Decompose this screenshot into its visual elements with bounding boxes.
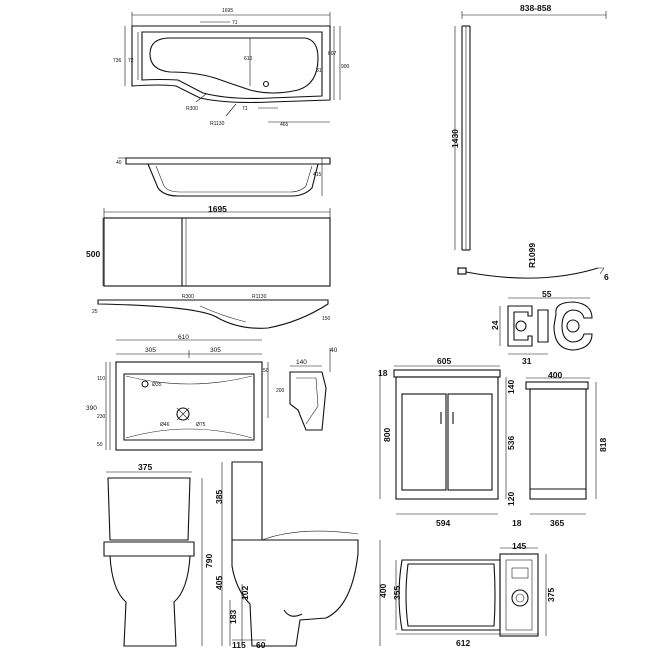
screen-swing-label: 6	[604, 272, 609, 282]
wc-top-length-label: 612	[456, 638, 470, 648]
vanity-upper-label: 140	[506, 380, 516, 394]
profile-height-label: 24	[490, 320, 500, 330]
panel-top-depth-label: 25	[92, 309, 98, 315]
basin-middle-label: 230	[97, 414, 106, 420]
wc-side-base-left-label: 115	[232, 640, 246, 650]
bath-side-rim-label: 40	[116, 160, 122, 166]
wc-top-right-depth-label: 375	[546, 588, 556, 602]
basin-top-margin-label: 110	[97, 376, 105, 382]
bath-bottom-offset-label: 71	[242, 106, 248, 112]
vanity-side-height-label: 818	[598, 438, 608, 452]
vanity-top-width-label: 605	[437, 356, 451, 366]
wc-front-height-label: 790	[204, 554, 214, 568]
bath-right-depth-a-label: 807	[328, 51, 337, 57]
vanity-side-bottom-left-label: 18	[512, 518, 522, 528]
basin-tap-hole-label: Ø35	[152, 382, 162, 388]
bath-screen: 838-858 1430 R1099 6	[450, 3, 609, 282]
basin-waste-b-label: Ø75	[196, 422, 206, 428]
bath-bottom-right-label: 465	[280, 122, 289, 128]
wc-front-width-label: 375	[138, 462, 152, 472]
screen-height-label: 1430	[450, 129, 460, 148]
basin-waste-a-label: Ø46	[160, 422, 170, 428]
bath-left-depth-outer-label: 736	[113, 58, 122, 64]
bath-centre-depth-label: 610	[244, 56, 253, 62]
basin-top-view: 610 305 305 Ø35 Ø46 Ø75 390 110 230 50 5…	[86, 334, 285, 451]
bath-side-height-label: 415	[313, 172, 322, 178]
vanity-front-view: 605 18 800 140 536 120 594	[378, 356, 516, 528]
panel-top-radius-small-label: R300	[182, 294, 194, 300]
bath-panel-top-view: 25 R300 R1130 150	[92, 294, 331, 329]
vanity-plinth-label: 120	[506, 492, 516, 506]
panel-top-end-label: 150	[322, 316, 331, 322]
basin-side-lip-label: 40	[330, 347, 338, 354]
wc-side-right-height-label: 400	[378, 584, 388, 598]
basin-depth-label: 390	[86, 405, 97, 412]
screen-width-label: 838-858	[520, 3, 551, 13]
basin-right-offset-label: 50	[263, 368, 269, 374]
vanity-middle-label: 536	[506, 436, 516, 450]
panel-width-label: 1695	[208, 204, 227, 214]
vanity-top-thickness-label: 18	[378, 368, 388, 378]
wc-top-depth-label: 355	[392, 586, 402, 600]
basin-width-label: 610	[178, 334, 189, 341]
wc-side-cistern-label: 385	[214, 490, 224, 504]
screen-radius-label: R1099	[527, 243, 537, 268]
basin-side-view: 140 40	[289, 347, 338, 431]
wc-side-view: 385 405 102 183 115 60 400	[214, 461, 388, 650]
bath-radius-large-label: R1130	[210, 121, 225, 127]
profile-depth-label: 31	[522, 356, 532, 366]
basin-side-width-label: 140	[296, 359, 307, 366]
basin-bottom-margin-label: 50	[97, 442, 103, 448]
bath-length-label: 1695	[222, 8, 233, 14]
wc-front-view: 375 790	[103, 462, 214, 647]
vanity-height-label: 800	[382, 428, 392, 442]
panel-top-radius-large-label: R1130	[252, 294, 267, 300]
wc-side-floor-label: 183	[228, 610, 238, 624]
bath-left-depth-inner-label: 72	[128, 58, 134, 64]
basin-half-left-label: 305	[145, 347, 156, 354]
bath-top-view: 1695 71 736 72 610 81 807 900 R300 R1130…	[113, 8, 350, 128]
bath-panel-front: 1695 500	[86, 204, 331, 287]
bath-right-depth-b-label: 900	[341, 64, 350, 70]
basin-right-height-label: 200	[276, 388, 285, 394]
bath-top-offset-label: 71	[232, 20, 238, 26]
wc-side-pan-label: 405	[214, 576, 224, 590]
wc-side-base-right-label: 60	[256, 640, 266, 650]
profile-width-label: 55	[542, 289, 552, 299]
wc-top-view: 145 355 375 612	[392, 541, 556, 648]
vanity-side-depth-label: 400	[548, 370, 562, 380]
basin-half-right-label: 305	[210, 347, 221, 354]
vanity-side-bottom-depth-label: 365	[550, 518, 564, 528]
vanity-side-view: 400 818 18 365	[512, 370, 608, 528]
screen-profile-detail: 55 24 31	[490, 289, 593, 366]
bath-side-view: 40 415	[116, 157, 331, 197]
vanity-bottom-width-label: 594	[436, 518, 450, 528]
panel-height-label: 500	[86, 249, 100, 259]
bath-radius-small-label: R300	[186, 106, 198, 112]
bath-right-small-label: 81	[316, 68, 322, 74]
wc-side-outlet-label: 102	[240, 586, 250, 600]
wc-top-cistern-width-label: 145	[512, 541, 526, 551]
